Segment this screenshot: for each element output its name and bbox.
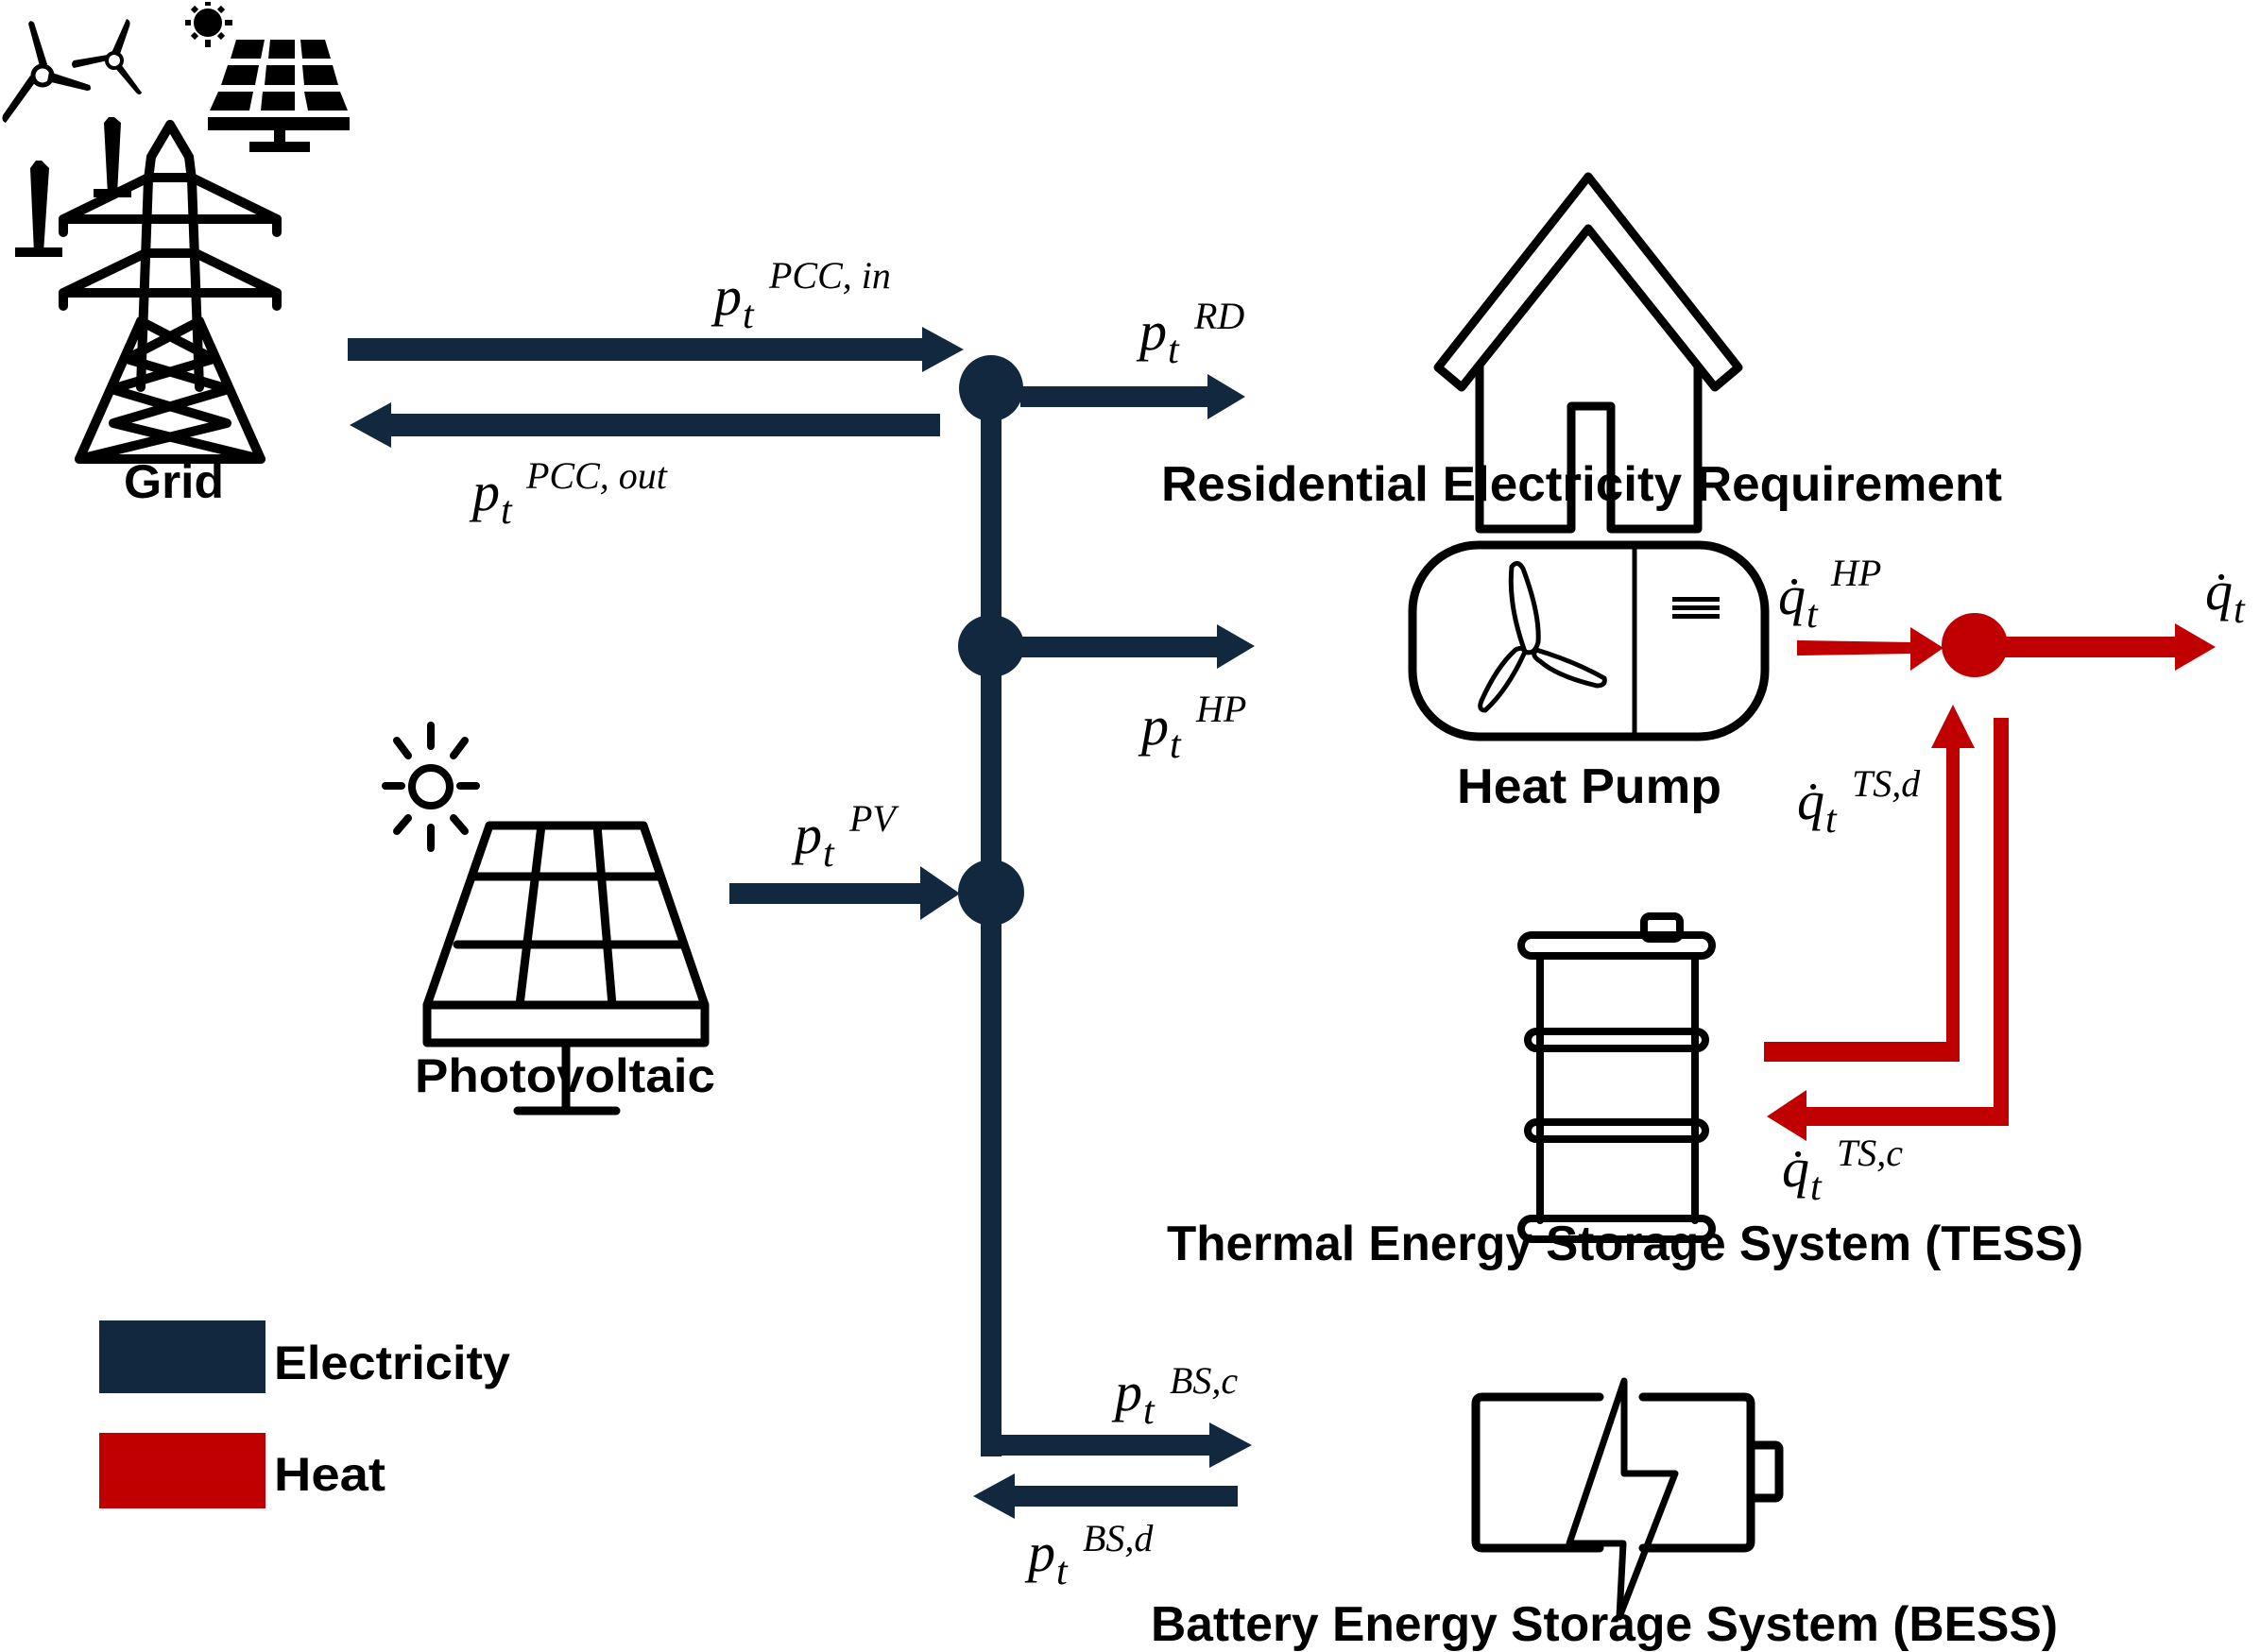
math-sub: t xyxy=(2234,588,2246,632)
math-sub: t xyxy=(1168,329,1180,372)
math-sub: t xyxy=(1143,1389,1156,1433)
bs-discharge-arrow xyxy=(973,1473,1238,1519)
math-sup: BS,c xyxy=(1170,1359,1238,1402)
legend-item-electricity: Electricity xyxy=(99,1320,510,1393)
flow-label-pcc-in: p t PCC, in xyxy=(711,254,891,337)
heat-network xyxy=(1764,613,2216,1141)
math-sub: t xyxy=(1810,1166,1823,1209)
q-ts-discharge-arrow xyxy=(1764,705,1975,1062)
solar-panel-icon xyxy=(208,40,350,152)
math-base: p xyxy=(791,804,822,865)
pv-arrow xyxy=(729,866,960,920)
heat-node xyxy=(1942,613,2008,677)
sun-outline-icon xyxy=(382,722,480,852)
flow-label-q-ts-d: q̇ t TS,d xyxy=(1797,762,1921,842)
math-base: q̇ xyxy=(1778,565,1806,626)
math-base: p xyxy=(1111,1361,1142,1422)
legend: Electricity Heat xyxy=(99,1320,510,1508)
wind-turbine-icon xyxy=(72,19,142,197)
math-base: q̇ xyxy=(2205,560,2233,622)
hp-arrow xyxy=(1020,624,1255,669)
math-base: q̇ xyxy=(1797,770,1824,831)
math-sup: BS,d xyxy=(1083,1517,1154,1559)
math-sub: t xyxy=(1806,593,1819,637)
legend-label: Electricity xyxy=(274,1337,510,1389)
math-sup: PCC, in xyxy=(768,254,891,297)
grid-label: Grid xyxy=(124,455,224,508)
bs-charge-arrow xyxy=(981,1422,1252,1468)
pcc-out-arrow xyxy=(350,402,940,448)
grille-icon xyxy=(1672,597,1720,619)
math-sup: PCC, out xyxy=(525,454,668,497)
residential-label: Residential Electricity Requirement xyxy=(1161,457,2002,512)
flow-label-hp: p t HP xyxy=(1138,688,1246,767)
math-base: p xyxy=(1136,300,1167,362)
q-hp-arrow xyxy=(1797,627,1943,671)
pcc-in-arrow xyxy=(348,327,964,372)
math-sup: HP xyxy=(1195,688,1246,730)
math-base: p xyxy=(1024,1522,1055,1583)
legend-label: Heat xyxy=(274,1448,385,1501)
bus-node-pv xyxy=(958,860,1024,926)
legend-swatch-heat xyxy=(99,1433,265,1508)
math-sub: t xyxy=(1170,724,1182,767)
legend-item-heat: Heat xyxy=(99,1433,385,1508)
math-sup: PV xyxy=(848,797,899,840)
math-base: p xyxy=(711,265,742,327)
photovoltaic-label: Photovoltaic xyxy=(415,1049,715,1102)
q-out-arrow xyxy=(2003,623,2216,671)
math-sup: TS,c xyxy=(1837,1132,1903,1174)
house-icon xyxy=(1433,172,1743,534)
electricity-network xyxy=(348,327,1255,1519)
legend-swatch-electricity xyxy=(99,1320,265,1393)
flow-label-bs-c: p t BS,c xyxy=(1111,1359,1238,1433)
math-sub: t xyxy=(743,294,755,337)
heat-pump-icon xyxy=(1408,540,1770,741)
grid-icon-group xyxy=(2,2,350,464)
bus-node-heat-pump xyxy=(958,615,1024,677)
math-base: q̇ xyxy=(1782,1137,1809,1199)
rd-arrow xyxy=(1020,374,1245,419)
solar-panel-outline-icon xyxy=(422,821,710,1116)
math-base: p xyxy=(469,461,500,522)
math-sup: RD xyxy=(1193,295,1244,337)
bus-node-grid xyxy=(959,355,1023,421)
fan-icon xyxy=(1478,561,1607,713)
battery-bolt-icon xyxy=(1471,1377,1784,1621)
flow-label-pcc-out: p t PCC, out xyxy=(469,454,668,533)
flow-label-rd: p t RD xyxy=(1136,295,1244,372)
barrel-tank-icon xyxy=(1517,912,1716,1243)
bess-label: Battery Energy Storage System (BESS) xyxy=(1151,1597,2058,1652)
flow-label-q-out: q̇ t xyxy=(2205,560,2246,632)
flow-label-pv: p t PV xyxy=(791,797,899,876)
math-sub: t xyxy=(823,832,835,876)
math-sub: t xyxy=(1825,798,1838,842)
math-sub: t xyxy=(1056,1550,1069,1593)
math-sup: TS,d xyxy=(1852,762,1921,805)
flow-label-bs-d: p t BS,d xyxy=(1024,1517,1154,1593)
transmission-tower-icon xyxy=(59,120,282,464)
heat-pump-label: Heat Pump xyxy=(1457,759,1721,814)
q-ts-charge-arrow xyxy=(1767,718,2009,1141)
sun-icon xyxy=(185,2,232,47)
photovoltaic-icon-group xyxy=(382,722,710,1116)
math-sub: t xyxy=(501,489,513,533)
tess-label: Thermal Energy Storage System (TESS) xyxy=(1167,1217,2083,1271)
flow-label-q-hp: q̇ t HP xyxy=(1778,552,1881,637)
math-sup: HP xyxy=(1830,552,1881,594)
wind-turbine-icon xyxy=(2,21,91,257)
flow-label-q-ts-c: q̇ t TS,c xyxy=(1782,1132,1903,1209)
math-base: p xyxy=(1138,695,1169,757)
